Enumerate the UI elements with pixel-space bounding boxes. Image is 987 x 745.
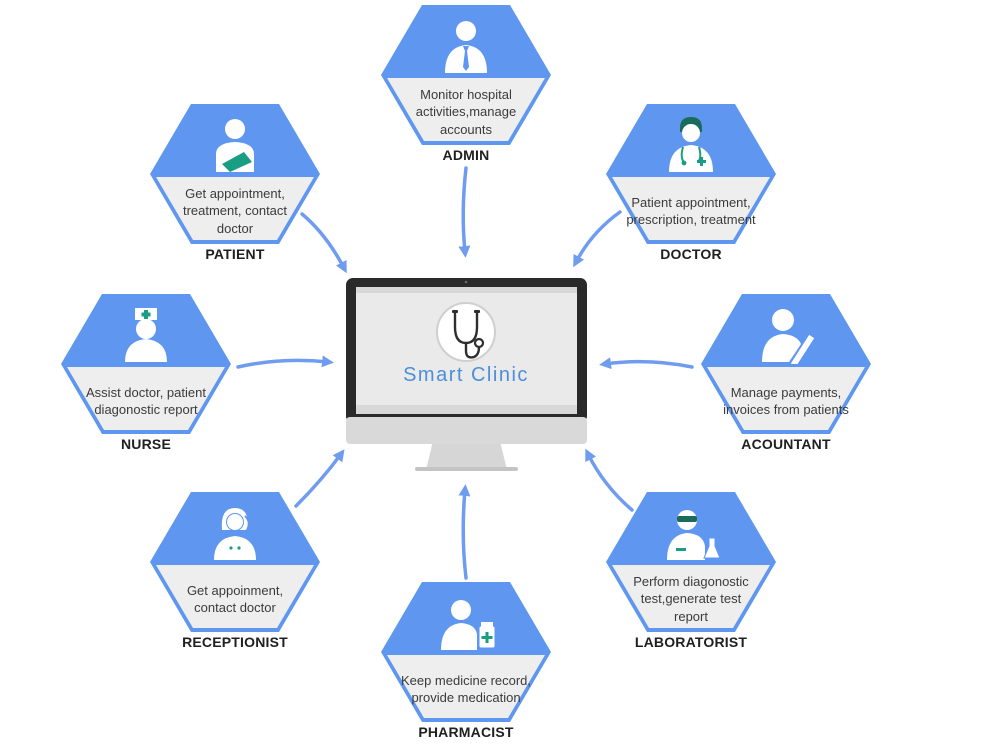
- arrow-nurse: [236, 355, 334, 369]
- hexagon: [150, 492, 320, 632]
- patient-icon: [216, 119, 254, 172]
- center-title: Smart Clinic: [403, 364, 529, 386]
- admin-icon: [445, 21, 487, 73]
- role-receptionist: Get appoinment, contact doctor RECEPTION…: [150, 492, 320, 652]
- role-admin: Monitor hospital activities,manage accou…: [381, 5, 551, 165]
- arrow-pharmacist: [458, 484, 471, 580]
- arrow-accountant: [599, 357, 694, 370]
- role-accountant: Manage payments, invoices from patients …: [701, 294, 871, 454]
- role-laboratorist-desc: Perform diagonostic test,generate test r…: [633, 573, 749, 624]
- role-nurse-desc: Assist doctor, patient diagonostic repor…: [86, 384, 206, 418]
- role-admin-title: ADMIN: [442, 147, 490, 163]
- role-pharmacist: Keep medicine record, provide medication…: [381, 582, 551, 742]
- role-admin-desc: Monitor hospital activities,manage accou…: [415, 86, 517, 137]
- role-receptionist-desc: Get appoinment, contact doctor: [186, 582, 284, 616]
- monitor-stand: [426, 441, 507, 470]
- hexagon: [701, 294, 871, 434]
- doctor-icon: [669, 117, 713, 172]
- accountant-icon: [762, 309, 816, 364]
- nurse-icon: [125, 308, 167, 362]
- hexagon: [606, 492, 776, 632]
- arrow-admin: [458, 166, 471, 258]
- role-doctor-title: DOCTOR: [660, 246, 722, 262]
- receptionist-icon: [214, 508, 256, 560]
- role-doctor: Patient appointment, prescription, treat…: [606, 104, 776, 264]
- hexagon: [150, 104, 320, 244]
- role-nurse-title: NURSE: [120, 436, 171, 452]
- role-nurse: Assist doctor, patient diagonostic repor…: [61, 294, 231, 454]
- role-laboratorist: Perform diagonostic test,generate test r…: [606, 492, 776, 652]
- role-patient: Get appointment, treatment, contact doct…: [150, 104, 320, 264]
- role-accountant-desc: Manage payments, invoices from patients: [723, 384, 849, 418]
- role-laboratorist-title: LABORATORIST: [634, 634, 748, 650]
- role-pharmacist-title: PHARMACIST: [418, 724, 514, 740]
- role-receptionist-title: RECEPTIONIST: [182, 634, 288, 650]
- hexagon: [61, 294, 231, 434]
- hexagon: [381, 582, 551, 722]
- role-patient-desc: Get appointment, treatment, contact doct…: [182, 185, 288, 236]
- role-patient-title: PATIENT: [205, 246, 265, 262]
- laboratorist-icon: [667, 510, 721, 560]
- role-accountant-title: ACOUNTANT: [741, 436, 831, 452]
- role-doctor-desc: Patient appointment, prescription, treat…: [626, 194, 756, 228]
- role-pharmacist-desc: Keep medicine record, provide medication: [400, 672, 532, 706]
- hexagon: [381, 5, 551, 145]
- smart-clinic-monitor: Smart Clinic: [345, 277, 588, 472]
- pharmacist-icon: [441, 600, 496, 650]
- hexagon: [606, 104, 776, 244]
